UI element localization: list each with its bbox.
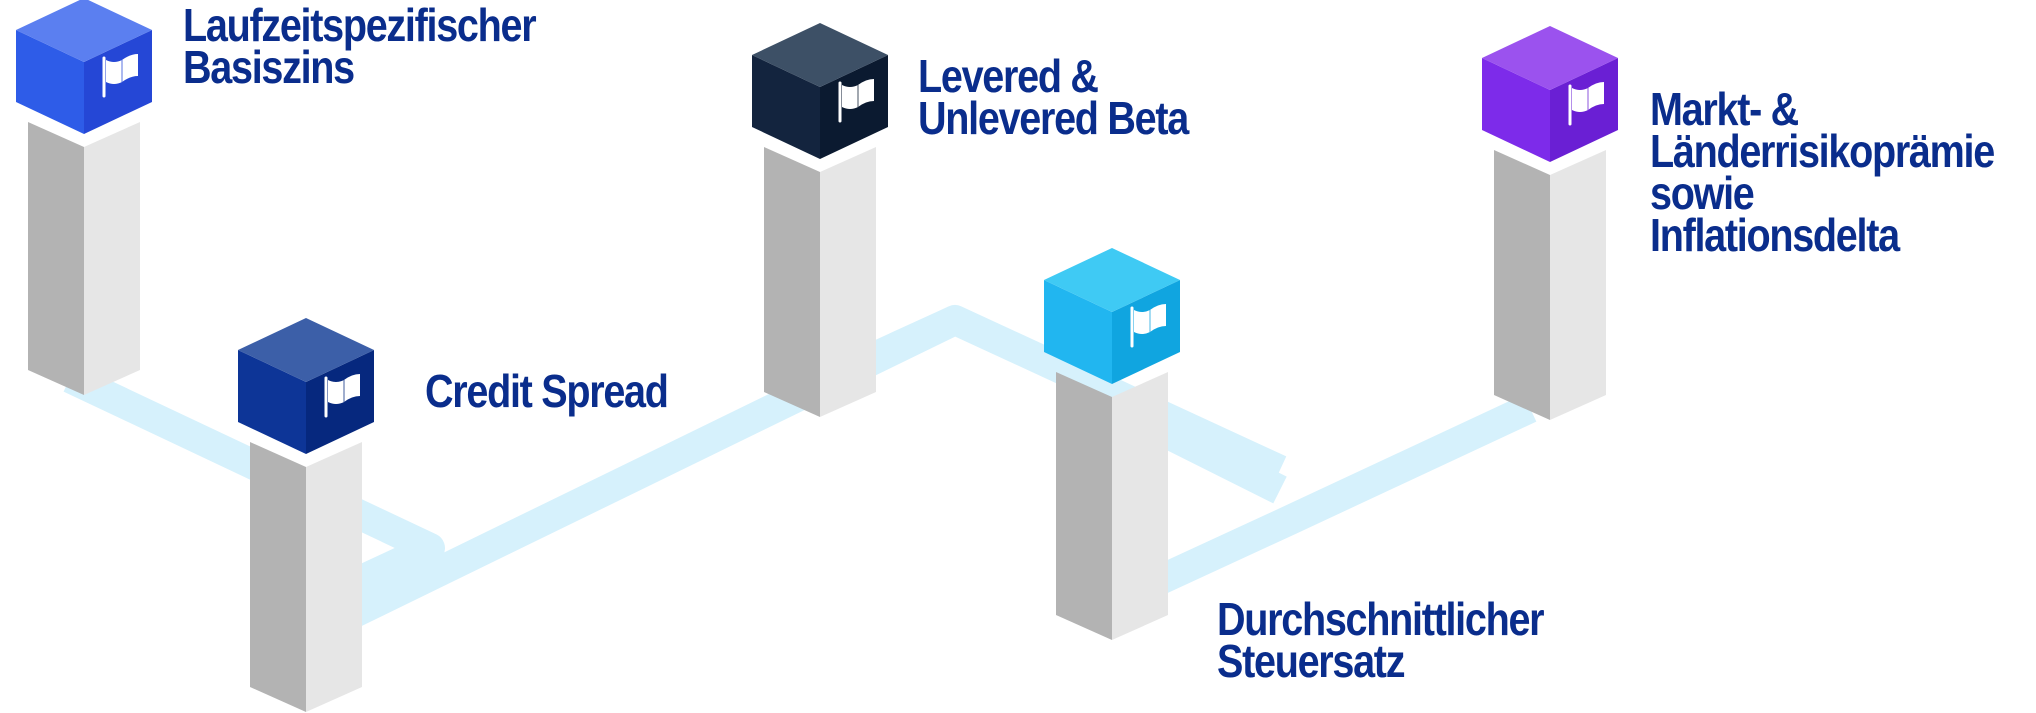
flag-icon: [324, 374, 360, 418]
pillar-right-face: [84, 122, 140, 395]
cube: [238, 318, 374, 454]
pillar: [1494, 150, 1606, 420]
label-line: Länderrisikoprämie: [1650, 125, 1995, 177]
pillar: [1056, 372, 1168, 640]
pillar-left-face: [1494, 150, 1550, 420]
path-segment: [63, 364, 445, 604]
label-beta: Levered &Unlevered Beta: [918, 50, 1189, 144]
label-line: Durchschnittlicher: [1217, 593, 1545, 645]
pillar-right-face: [820, 147, 876, 417]
cube-top-face: [1482, 26, 1618, 90]
pillar-right-face: [1112, 372, 1168, 640]
label-line: Unlevered Beta: [918, 92, 1189, 144]
label-line: Inflationsdelta: [1650, 209, 1900, 261]
path-segment: [1153, 394, 1537, 594]
pillar-right-face: [1550, 150, 1606, 420]
path-segment: [1153, 416, 1287, 504]
label-line: Basiszins: [183, 41, 355, 93]
label-line: Markt- &: [1650, 83, 1799, 135]
label-line: sowie: [1650, 167, 1755, 219]
label-credit-spread: Credit Spread: [425, 365, 669, 417]
cube-top-face: [752, 23, 888, 87]
cube-left-face: [16, 30, 84, 134]
step-beta: [752, 23, 888, 417]
cube: [1482, 26, 1618, 162]
label-line: Steuersatz: [1217, 635, 1405, 687]
pillar-left-face: [1056, 372, 1112, 640]
step-risikopraemie: [1482, 26, 1618, 420]
pillar: [28, 122, 140, 395]
cube: [1044, 248, 1180, 384]
cube: [16, 0, 152, 134]
cube-left-face: [752, 55, 820, 159]
cube-left-face: [1482, 58, 1550, 162]
label-line: Credit Spread: [425, 365, 669, 417]
flag-icon: [1130, 304, 1166, 348]
step-credit-spread: [238, 318, 374, 712]
step-basiszins: [16, 0, 152, 395]
flag-icon: [1568, 82, 1604, 126]
label-line: Laufzeitspezifischer: [183, 0, 537, 51]
flag-icon: [102, 54, 138, 98]
cube-left-face: [238, 350, 306, 454]
pillar-right-face: [306, 442, 362, 712]
cube: [752, 23, 888, 159]
pillar-left-face: [764, 147, 820, 417]
step-steuersatz: [1044, 248, 1180, 640]
pillar-left-face: [250, 442, 306, 712]
cube-top-face: [1044, 248, 1180, 312]
pillar: [250, 442, 362, 712]
pillar-left-face: [28, 122, 84, 395]
cube-left-face: [1044, 280, 1112, 384]
pillar: [764, 147, 876, 417]
label-line: Levered &: [918, 50, 1099, 102]
flag-icon: [838, 79, 874, 123]
cube-top-face: [16, 0, 152, 62]
cube-top-face: [238, 318, 374, 382]
pillars-layer: [16, 0, 1618, 712]
